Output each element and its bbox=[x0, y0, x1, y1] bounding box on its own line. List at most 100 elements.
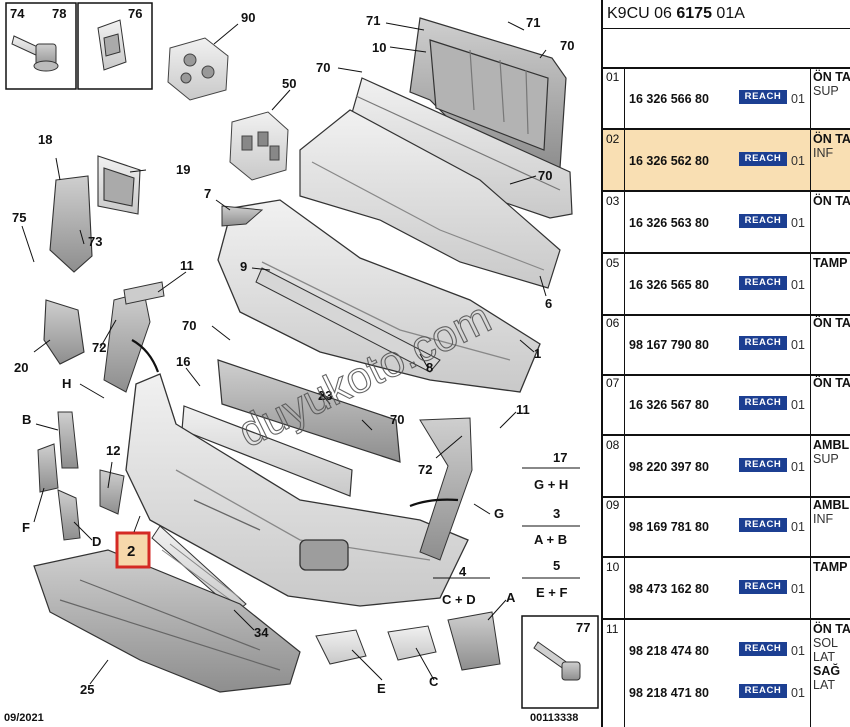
callout-H: H bbox=[62, 376, 71, 391]
callout-23: 23 bbox=[318, 388, 332, 403]
callout-3: 3 bbox=[553, 506, 560, 521]
callout-A: A bbox=[506, 590, 516, 605]
callout-1: 1 bbox=[534, 346, 541, 361]
part-reference: 16 326 565 80 bbox=[629, 278, 709, 292]
row-index: 01 bbox=[603, 68, 625, 128]
reach-badge: REACH bbox=[739, 152, 787, 166]
description-line: SOL bbox=[813, 636, 839, 650]
part-11-clip-left bbox=[123, 281, 165, 305]
part-34-grille bbox=[151, 525, 247, 613]
part-reference: 98 218 471 80 bbox=[629, 686, 709, 700]
code-bold: 6175 bbox=[676, 5, 712, 22]
part-description: ÖN TA bbox=[810, 374, 850, 434]
description-line-1: ÖN TA bbox=[813, 132, 850, 146]
part-E-fog-surround bbox=[315, 629, 367, 665]
part-description: ÖN TA bbox=[810, 314, 850, 374]
row-index: 03 bbox=[603, 192, 625, 252]
quantity: 01 bbox=[791, 460, 805, 474]
callout-B: B bbox=[22, 412, 31, 427]
description-line-1: ÖN TA bbox=[813, 194, 850, 208]
part-reference: 98 220 397 80 bbox=[629, 460, 709, 474]
callout-20: 20 bbox=[14, 360, 28, 375]
screw-74-part bbox=[11, 35, 59, 72]
code-prefix: K9CU 06 bbox=[607, 5, 677, 22]
description-line-1: TAMP bbox=[813, 256, 848, 270]
callout-D: D bbox=[92, 534, 101, 549]
leader-lines bbox=[21, 21, 547, 685]
diagram-canvas: 74 78 76 90 71 71 10 70 70 50 70 18 19 7… bbox=[4, 2, 599, 724]
part-72-left-slide bbox=[103, 291, 151, 393]
table-header-blank bbox=[603, 29, 850, 69]
description-line: SAĞ bbox=[813, 664, 841, 678]
callout-70d: 70 bbox=[182, 318, 196, 333]
callout-71a: 71 bbox=[366, 13, 380, 28]
quantity: 01 bbox=[791, 398, 805, 412]
row-index: 11 bbox=[603, 620, 625, 727]
table-header-code: K9CU 06 6175 01A bbox=[603, 0, 850, 29]
quantity: 01 bbox=[791, 278, 805, 292]
callout-11a: 11 bbox=[180, 258, 194, 273]
callout-72a: 72 bbox=[92, 340, 106, 355]
table-row[interactable]: 03 16 326 563 80 REACH 01 ÖN TA bbox=[603, 192, 850, 254]
callout-50: 50 bbox=[282, 76, 296, 91]
part-reference: 16 326 567 80 bbox=[629, 398, 709, 412]
part-20-bracket bbox=[43, 299, 85, 365]
callout-4: 4 bbox=[459, 564, 467, 579]
code-suffix: 01A bbox=[711, 5, 745, 22]
reach-badge: REACH bbox=[739, 518, 787, 532]
callout-77: 77 bbox=[576, 620, 590, 635]
callout-E: E bbox=[377, 681, 386, 696]
callout-25: 25 bbox=[80, 682, 94, 697]
description-line: LAT bbox=[813, 650, 835, 664]
callout-70b: 70 bbox=[316, 60, 330, 75]
callout-5: 5 bbox=[553, 558, 560, 573]
callout-EF: E + F bbox=[536, 585, 567, 600]
part-25-skid-plate bbox=[33, 549, 301, 693]
description-line-2: SUP bbox=[813, 84, 839, 98]
callout-90: 90 bbox=[241, 10, 255, 25]
reach-badge: REACH bbox=[739, 214, 787, 228]
description-line-1: ÖN TA bbox=[813, 376, 850, 390]
reach-badge: REACH bbox=[739, 684, 787, 698]
description-line-2: INF bbox=[813, 512, 834, 526]
row-index: 05 bbox=[603, 254, 625, 314]
part-reference: 98 473 162 80 bbox=[629, 582, 709, 596]
quantity: 01 bbox=[791, 154, 805, 168]
description-line-1: ÖN TA bbox=[813, 316, 850, 330]
part-90-connector bbox=[167, 37, 229, 101]
exploded-parts-diagram: 74 78 76 90 71 71 10 70 70 50 70 18 19 7… bbox=[4, 2, 599, 724]
diagram-ref: 00113338 bbox=[530, 712, 578, 724]
description-line-1: ÖN TA bbox=[813, 70, 850, 84]
callout-72b: 72 bbox=[418, 462, 432, 477]
part-2-lower-bumper bbox=[125, 373, 469, 607]
description-line-1: AMBL bbox=[813, 438, 850, 452]
part-F bbox=[37, 443, 59, 493]
part-description: TAMP bbox=[810, 558, 850, 618]
callout-71b: 71 bbox=[526, 15, 540, 30]
callout-70e: 70 bbox=[390, 412, 404, 427]
part-C-fog-surround bbox=[387, 625, 437, 661]
part-6-upper-trim bbox=[299, 109, 561, 289]
callout-AB: A + B bbox=[534, 532, 567, 547]
part-12 bbox=[99, 469, 125, 515]
highlight-part-2 bbox=[115, 531, 151, 569]
diagram-date: 09/2021 bbox=[4, 712, 44, 724]
quantity: 01 bbox=[791, 216, 805, 230]
part-reference: 16 326 563 80 bbox=[629, 216, 709, 230]
part-description: ÖN TA bbox=[810, 192, 850, 252]
callout-12: 12 bbox=[106, 443, 120, 458]
